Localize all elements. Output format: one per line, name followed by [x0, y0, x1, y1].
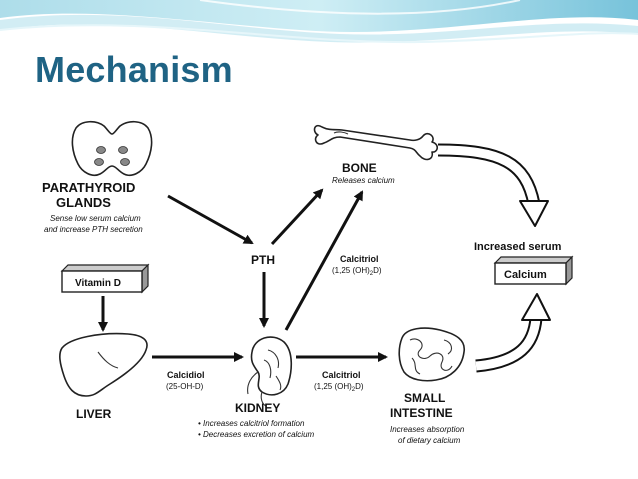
bone-label: BONE [342, 161, 377, 175]
pth-label: PTH [251, 253, 275, 267]
small-intestine-icon [398, 327, 465, 382]
bone-icon [313, 124, 439, 161]
kidney-desc-line1: • Increases calcitriol formation [198, 419, 305, 428]
calcitriol-bone-formula: (1,25 (OH)2D) [332, 266, 382, 277]
parathyroid-desc-line2: and increase PTH secretion [44, 225, 143, 234]
arrow-parathyroid-to-pth [167, 194, 254, 245]
serum-label: Increased serum [474, 241, 562, 253]
liver-label: LIVER [76, 407, 112, 421]
vitamin-d-box [60, 263, 150, 294]
header-wave-decoration [0, 0, 638, 50]
arrow-pth-to-bone [270, 188, 324, 246]
kidney-icon [247, 336, 293, 407]
intestine-label-line2: INTESTINE [390, 406, 453, 420]
calcium-box [493, 255, 574, 286]
calcitriol-intestine-formula: (1,25 (OH)2D) [314, 382, 364, 393]
calcium-box-label: Calcium [504, 269, 547, 281]
kidney-label: KIDNEY [235, 401, 280, 415]
arrow-kidney-to-bone [284, 190, 364, 331]
slide-title: Mechanism [35, 49, 233, 90]
calcidiol-formula: (25-OH-D) [166, 382, 204, 391]
intestine-label-line1: SMALL [404, 391, 445, 405]
parathyroid-glands-icon [71, 120, 153, 177]
calcidiol-label: Calcidiol [167, 370, 205, 380]
intestine-desc-line2: of dietary calcium [398, 436, 461, 445]
calcitriol-bone-label: Calcitriol [340, 254, 379, 264]
vitamin-d-label: Vitamin D [75, 278, 121, 289]
liver-icon [59, 332, 148, 397]
arrow-bone-to-serum [437, 143, 549, 227]
calcitriol-intestine-label: Calcitriol [322, 370, 361, 380]
parathyroid-desc-line1: Sense low serum calcium [50, 214, 141, 223]
parathyroid-title-line1: PARATHYROID [42, 180, 135, 195]
bone-desc: Releases calcium [332, 176, 395, 185]
intestine-desc-line1: Increases absorption [390, 425, 465, 434]
parathyroid-title-line2: GLANDS [56, 195, 111, 210]
kidney-desc-line2: • Decreases excretion of calcium [198, 430, 315, 439]
arrow-intestine-to-serum [475, 293, 551, 373]
